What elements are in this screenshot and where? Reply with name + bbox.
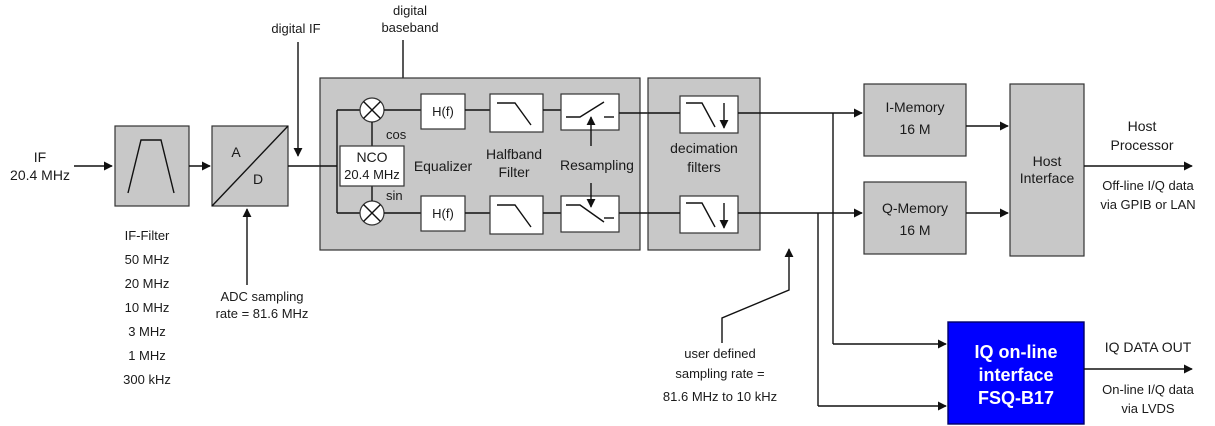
svg-text:interface: interface [978,365,1053,385]
host-processor-label: Host Processor [1110,118,1173,153]
nco-label: NCO [356,149,387,165]
iq-data-out-label: IQ DATA OUT [1105,339,1192,355]
decim-lowpass-i-icon [686,102,716,128]
resampling-i-block [560,93,620,131]
svg-text:IF-Filter: IF-Filter [125,228,170,243]
iq-online-label: IQ on-line interface FSQ-B17 [975,342,1058,408]
cos-label: cos [386,127,407,142]
if-filter-list: IF-Filter 50 MHz 20 MHz 10 MHz 3 MHz 1 M… [123,228,171,387]
halfband-label: Halfband Filter [486,146,542,180]
q-memory-size: 16 M [899,222,930,238]
svg-text:3 MHz: 3 MHz [128,324,166,339]
if-filter-block [114,125,190,207]
i-memory-size: 16 M [899,121,930,137]
svg-text:filters: filters [687,159,720,175]
svg-text:Host: Host [1128,118,1157,134]
svg-text:20.4 MHz: 20.4 MHz [10,167,70,183]
svg-text:On-line I/Q data: On-line I/Q data [1102,382,1195,397]
adc-diagonal [211,125,289,207]
svg-text:IQ on-line: IQ on-line [975,342,1058,362]
offline-data-label: Off-line I/Q data via GPIB or LAN [1100,178,1195,212]
lowpass-i-icon [497,102,532,126]
digital-if-label: digital IF [271,21,320,36]
i-memory-label: I-Memory [885,99,944,115]
svg-text:baseband: baseband [381,20,438,35]
decimation-label: decimation filters [670,140,738,175]
adc-d-label: D [253,171,263,187]
svg-text:FSQ-B17: FSQ-B17 [978,388,1054,408]
svg-text:Processor: Processor [1110,137,1173,153]
user-rate-label: user defined sampling rate = 81.6 MHz to… [663,346,777,404]
lowpass-q-icon [497,204,532,228]
switch-i-icon [566,101,605,118]
svg-text:20 MHz: 20 MHz [125,276,170,291]
svg-text:digital: digital [393,3,427,18]
host-interface-block [1009,83,1085,257]
svg-text:Halfband: Halfband [486,146,542,162]
online-data-label: On-line I/Q data via LVDS [1102,382,1195,416]
svg-text:Filter: Filter [498,164,529,180]
if-input-label: IF 20.4 MHz [10,149,70,183]
svg-text:Off-line I/Q data: Off-line I/Q data [1102,178,1194,193]
q-memory-block [863,181,967,255]
svg-text:50 MHz: 50 MHz [125,252,170,267]
q-memory-label: Q-Memory [882,200,948,216]
resampling-label: Resampling [560,157,634,173]
switch-q-icon [566,204,605,223]
resampling-q-block [560,195,620,233]
svg-text:ADC sampling: ADC sampling [220,289,303,304]
host-interface-label: Host [1033,153,1062,169]
sin-label: sin [386,188,403,203]
halfband-q-block [489,195,544,235]
svg-text:10 MHz: 10 MHz [125,300,170,315]
nco-freq-label: 20.4 MHz [344,167,400,182]
svg-text:via GPIB or LAN: via GPIB or LAN [1100,197,1195,212]
equalizer-i-block [420,93,466,130]
adc-a-label: A [231,144,241,160]
svg-text:sampling rate =: sampling rate = [675,366,764,381]
nco-block [339,145,405,187]
digital-baseband-label: digital baseband [381,3,438,35]
svg-text:300 kHz: 300 kHz [123,372,171,387]
host-interface-label-2: Interface [1020,170,1075,186]
mixer-q-icon [359,200,385,226]
svg-text:user defined: user defined [684,346,756,361]
halfband-i-block [489,93,544,133]
adc-rate-label: ADC sampling rate = 81.6 MHz [216,289,309,321]
svg-text:decimation: decimation [670,140,738,156]
iq-online-interface-block [947,321,1085,425]
svg-text:1 MHz: 1 MHz [128,348,166,363]
decim-lowpass-q-icon [686,202,716,228]
svg-text:IF: IF [34,149,46,165]
i-memory-block [863,83,967,157]
svg-text:81.6 MHz to 10 kHz: 81.6 MHz to 10 kHz [663,389,777,404]
svg-text:via LVDS: via LVDS [1121,401,1175,416]
hf-q-label: H(f) [432,206,454,221]
svg-text:rate = 81.6 MHz: rate = 81.6 MHz [216,306,309,321]
bandpass-icon [127,139,175,194]
user-rate-arrow [721,248,794,343]
hf-i-label: H(f) [432,104,454,119]
mixer-i-icon [359,97,385,123]
equalizer-label: Equalizer [414,158,473,174]
